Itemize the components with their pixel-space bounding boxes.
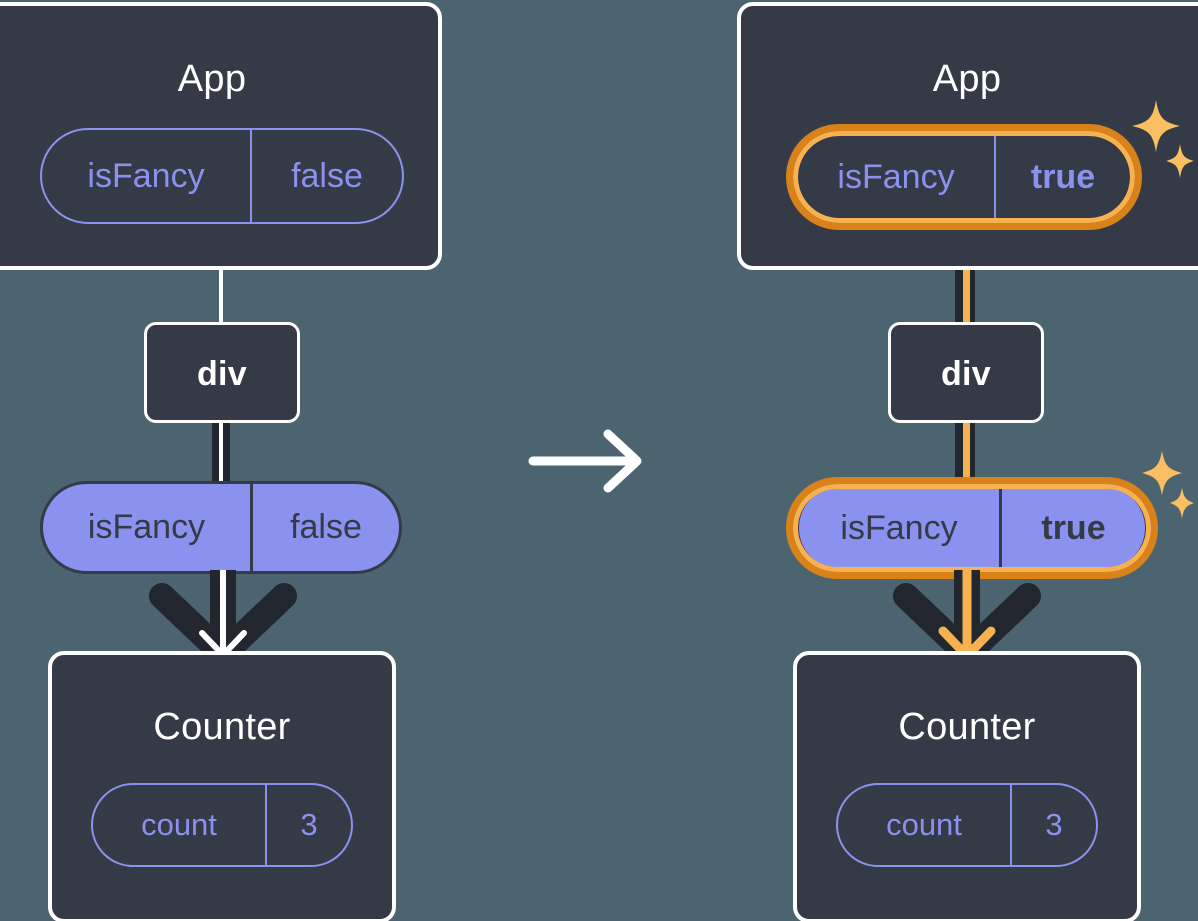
app-state-pill-key-after: isFancy xyxy=(837,157,955,196)
counter-state-pill-key-after: count xyxy=(886,807,962,842)
app-node-title-after: App xyxy=(932,58,1002,100)
props-pill-key-after: isFancy xyxy=(840,508,958,547)
counter-state-pill-after: count 3 xyxy=(836,783,1098,867)
counter-node-title-after: Counter xyxy=(898,706,1036,748)
props-pill-value-before: false xyxy=(250,484,399,571)
connector-div-to-props-after-inner xyxy=(963,418,970,484)
counter-state-pill-value-after: 3 xyxy=(1010,785,1096,865)
counter-state-pill-before: count 3 xyxy=(91,783,353,867)
counter-state-pill-key-before: count xyxy=(141,807,217,842)
counter-node-title-before: Counter xyxy=(153,706,291,748)
sparkles-icon-app-after xyxy=(1128,96,1198,182)
connector-app-to-div-before xyxy=(219,268,223,324)
props-pill-value-after: true xyxy=(999,487,1145,569)
app-state-pill-before: isFancy false xyxy=(40,128,404,224)
sparkles-icon-props-after xyxy=(1140,448,1196,520)
connector-app-to-div-after-inner xyxy=(963,215,970,325)
props-pill-before: isFancy false xyxy=(40,481,402,574)
app-state-pill-value-after: true xyxy=(994,136,1130,218)
props-pill-after: isFancy true xyxy=(796,484,1148,572)
app-state-pill-key-before: isFancy xyxy=(87,156,205,195)
arrow-right-icon xyxy=(528,429,642,493)
counter-state-pill-value-before: 3 xyxy=(265,785,351,865)
app-node-title-before: App xyxy=(177,58,247,100)
div-node-label-before: div xyxy=(196,355,248,393)
props-pill-key-before: isFancy xyxy=(87,508,206,546)
app-state-pill-value-before: false xyxy=(250,130,402,222)
div-node-label-after: div xyxy=(940,355,992,393)
div-node-after: div xyxy=(888,322,1044,423)
app-state-pill-after: isFancy true xyxy=(796,134,1132,220)
div-node-before: div xyxy=(144,322,300,423)
connector-div-to-props-before-inner xyxy=(219,420,223,482)
